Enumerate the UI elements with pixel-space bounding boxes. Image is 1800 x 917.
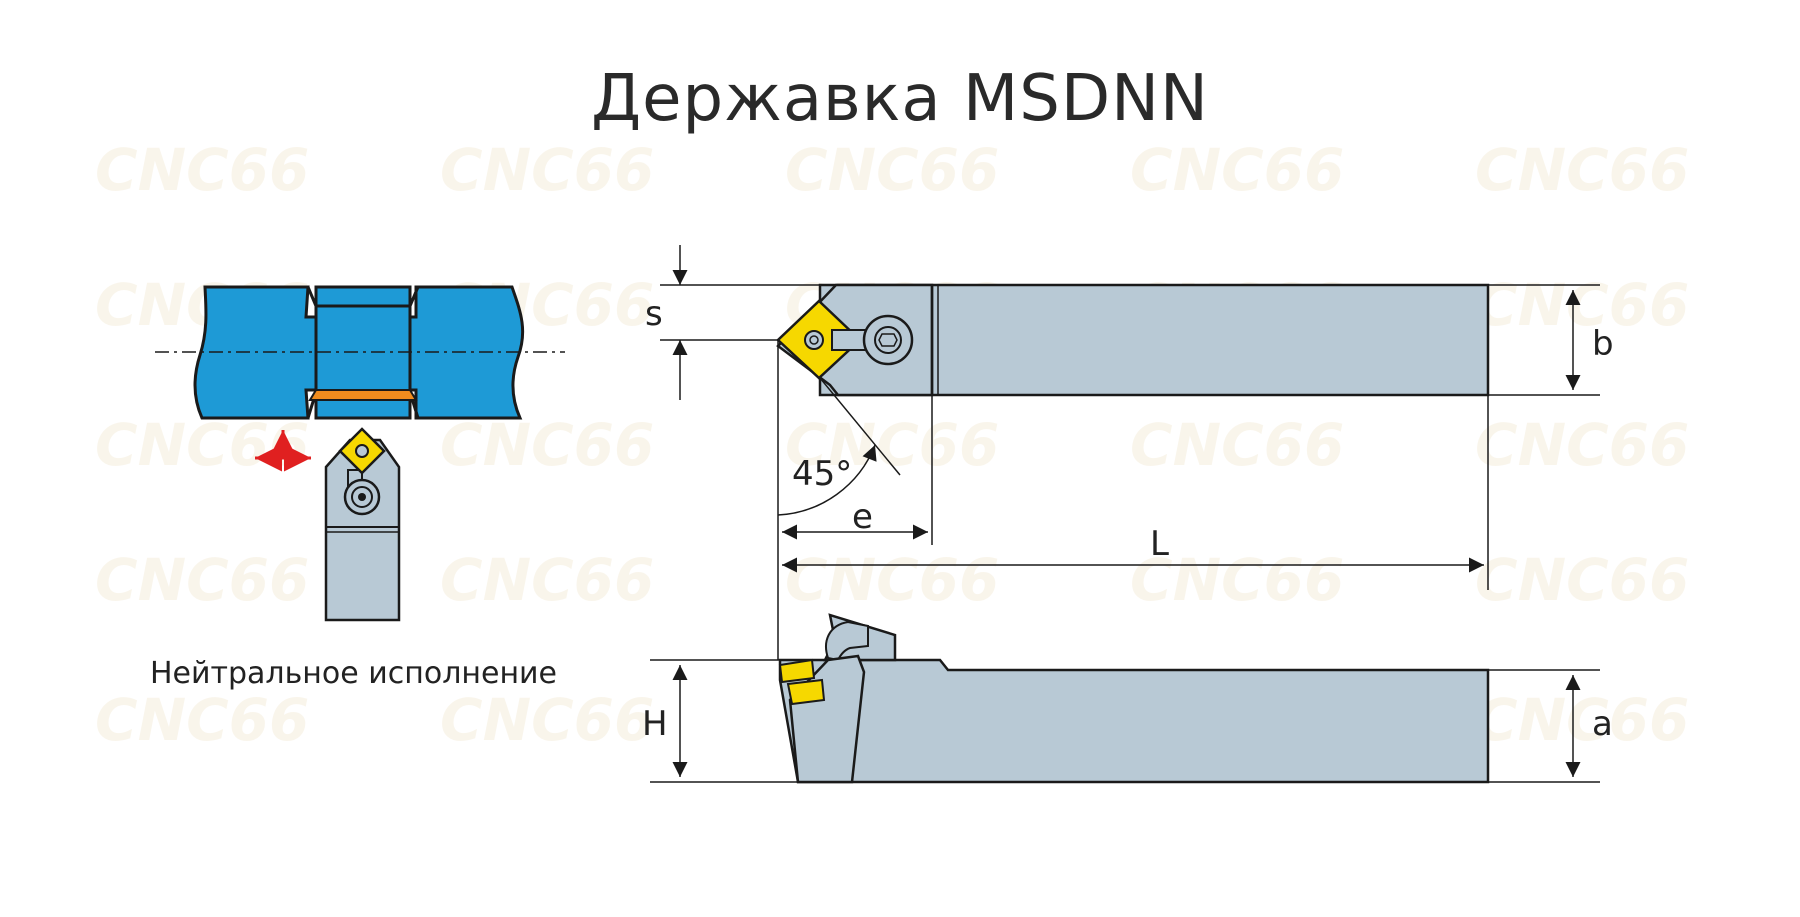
dim-label-H: H — [642, 704, 668, 744]
dimension-lines — [650, 245, 1600, 783]
watermark-text: CNC66 — [785, 411, 999, 479]
dim-label-angle: 45° — [792, 454, 852, 494]
watermark-text: CNC66 — [1130, 411, 1344, 479]
dim-label-s: s — [645, 294, 663, 334]
watermark-text: CNC66 — [785, 136, 999, 204]
watermark-text: CNC66 — [1130, 136, 1344, 204]
dim-label-b: b — [1592, 324, 1614, 364]
watermark-text: CNC66 — [440, 686, 654, 754]
watermark-text: CNC66 — [1475, 271, 1689, 339]
watermark-text: CNC66 — [785, 546, 999, 614]
small-holder-icon — [324, 427, 401, 622]
watermark-text: CNC66 — [440, 411, 654, 479]
watermark-text: CNC66 — [95, 411, 309, 479]
watermark-text: CNC66 — [1475, 411, 1689, 479]
watermark-text: CNC66 — [95, 136, 309, 204]
holder-top-view — [776, 283, 1490, 397]
watermark-text: CNC66 — [1475, 686, 1689, 754]
feed-direction-icon — [255, 430, 311, 472]
watermark-text: CNC66 — [1475, 546, 1689, 614]
watermark-text: CNC66 — [1475, 136, 1689, 204]
watermark-text: CNC66 — [440, 136, 654, 204]
orientation-caption: Нейтральное исполнение — [150, 656, 558, 691]
watermark-text: CNC66 — [95, 686, 309, 754]
watermark-text: CNC66 — [440, 546, 654, 614]
holder-side-view — [778, 613, 1490, 784]
workpiece — [155, 285, 565, 420]
watermark-text: CNC66 — [95, 546, 309, 614]
dim-label-e: e — [852, 497, 873, 537]
page-title: Державка MSDNN — [591, 62, 1209, 136]
dim-label-a: a — [1592, 704, 1613, 744]
dim-label-L: L — [1150, 524, 1169, 564]
watermark-text: CNC66 — [1130, 546, 1344, 614]
